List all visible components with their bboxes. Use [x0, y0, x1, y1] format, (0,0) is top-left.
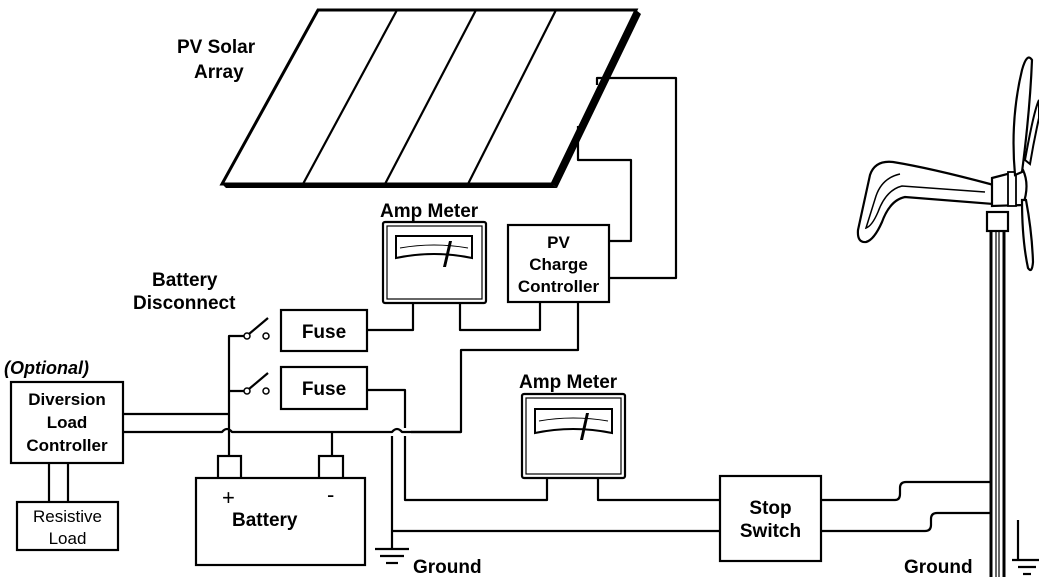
battery-disconnect-label-line1: Battery	[152, 270, 218, 291]
amp-meter-top	[381, 220, 488, 305]
battery-plus: +	[222, 485, 235, 510]
pv-array-label-line2: Array	[194, 62, 244, 83]
battery-label: Battery	[232, 510, 298, 531]
fuse-bottom-label: Fuse	[302, 379, 346, 400]
ground-left-symbol	[375, 547, 409, 565]
ground-right-symbol	[1012, 558, 1039, 576]
stop-switch	[718, 474, 823, 563]
wind-turbine	[856, 56, 1039, 577]
wire-meter-to-controller	[458, 302, 542, 332]
optional-label: (Optional)	[4, 358, 89, 378]
battery	[194, 454, 367, 567]
fuse-bottom	[279, 365, 369, 411]
pv-solar-array	[219, 8, 641, 188]
wire-array-to-controller-inner	[576, 126, 633, 243]
wire-disconnect-bus	[227, 334, 244, 393]
diversion-load-controller	[9, 380, 125, 465]
diversion-label-line3: Controller	[26, 436, 108, 455]
wire-diversion-to-resistive	[47, 463, 70, 502]
diversion-label-line2: Load	[47, 413, 88, 432]
wire-negative-bus	[123, 427, 461, 434]
charge-controller-label-line1: PV	[547, 233, 570, 252]
disconnect-switch-top	[243, 317, 270, 340]
stop-switch-label-line2: Switch	[740, 521, 801, 542]
battery-disconnect-label-line2: Disconnect	[133, 293, 236, 314]
charge-controller-label-line2: Charge	[529, 255, 588, 274]
amp-meter-mid-label: Amp Meter	[519, 372, 618, 393]
resistive-load	[15, 500, 120, 552]
wire-array-to-controller-outer	[595, 76, 678, 280]
wire-stop-to-turbine-1	[821, 480, 990, 502]
ground-right-label: Ground	[904, 557, 973, 577]
diversion-label-line1: Diversion	[28, 390, 105, 409]
wire-fuse2-to-meter	[367, 388, 549, 502]
pv-array-label-line1: PV Solar	[177, 37, 256, 58]
fuse-top	[279, 308, 369, 353]
battery-minus: -	[327, 482, 334, 507]
resistive-label-line2: Load	[49, 529, 87, 548]
wire-stop-to-turbine-2	[821, 511, 990, 533]
pv-charge-controller	[506, 223, 611, 304]
wire-meter-to-stop-switch	[596, 478, 720, 502]
fuse-top-label: Fuse	[302, 322, 346, 343]
stop-switch-label-line1: Stop	[749, 498, 791, 519]
wire-fuse-to-meter	[367, 303, 415, 332]
amp-meter-top-label: Amp Meter	[380, 201, 479, 222]
amp-meter-mid	[520, 392, 627, 480]
disconnect-switch-bottom	[243, 372, 270, 395]
ground-left-label: Ground	[413, 557, 482, 577]
resistive-label-line1: Resistive	[33, 507, 102, 526]
charge-controller-label-line3: Controller	[518, 277, 600, 296]
